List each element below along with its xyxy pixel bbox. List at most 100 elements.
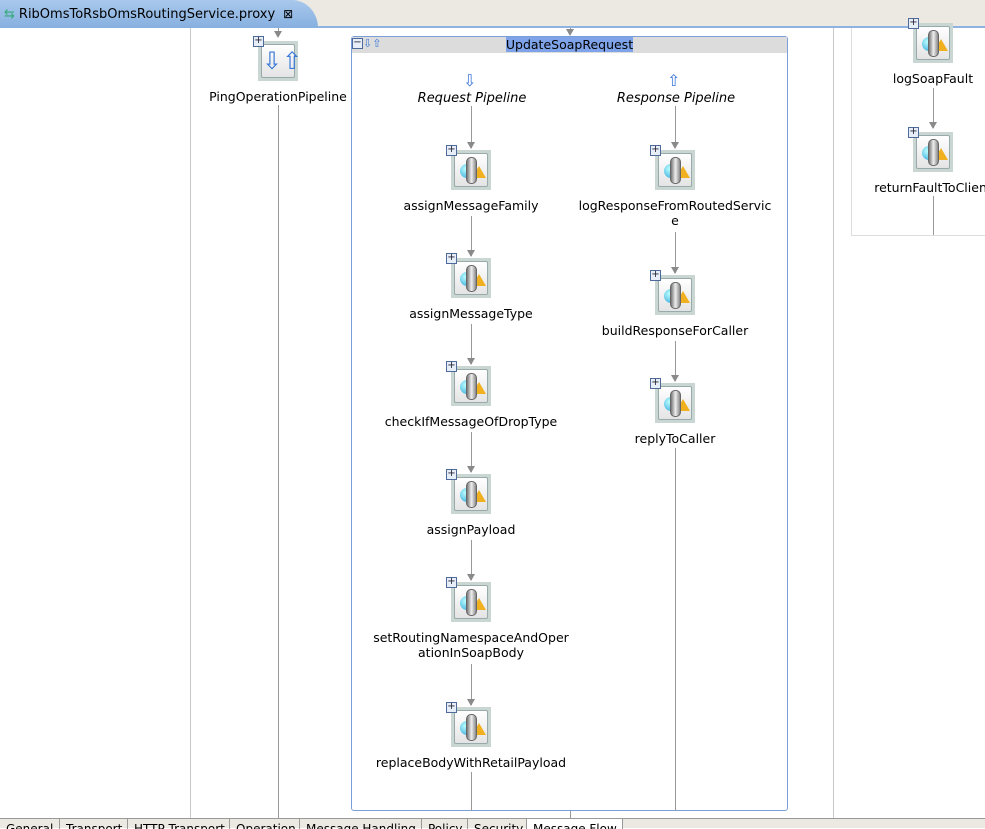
expand-icon[interactable]: + [650, 377, 661, 389]
expand-icon[interactable]: + [446, 360, 457, 372]
arrow-icon [467, 142, 475, 149]
node-label: logSoapFault [892, 71, 974, 86]
node-label: assignPayload [426, 522, 516, 537]
response-pipeline-label: Response Pipeline [616, 91, 736, 106]
stage-action-node[interactable] [451, 366, 491, 406]
stage-update-soap-request[interactable]: UpdateSoapRequest − ⇩⇧ ⇩ Request Pipelin… [351, 36, 788, 811]
bottom-tab-transport[interactable]: Transport [60, 819, 128, 829]
node-label: PingOperationPipeline [209, 89, 347, 104]
connector [471, 540, 472, 580]
stage-action-node[interactable] [655, 275, 695, 315]
connector [471, 772, 472, 811]
connector [675, 106, 676, 148]
action-icon [916, 26, 950, 60]
lane-divider [833, 28, 834, 818]
connector [675, 448, 676, 811]
node-label: replaceBodyWithRetailPayload [375, 755, 567, 770]
node-label: logResponseFromRoutedServic e [578, 198, 772, 228]
action-icon [454, 710, 488, 744]
connector [933, 196, 934, 236]
action-icon [454, 153, 488, 187]
action-icon [658, 386, 692, 420]
bottom-tab-security[interactable]: Security [468, 819, 527, 829]
connector [278, 105, 279, 828]
lane-divider [190, 28, 191, 818]
action-icon [916, 135, 950, 169]
arrow-icon [467, 358, 475, 365]
connector [471, 324, 472, 364]
stage-title[interactable]: UpdateSoapRequest [505, 37, 634, 52]
expand-icon[interactable]: + [253, 35, 264, 47]
request-pipeline-label: Request Pipeline [417, 91, 527, 106]
editor-tab[interactable]: ⇆ RibOmsToRsbOmsRoutingService.proxy ⊠ [0, 0, 318, 28]
arrow-down-icon: ⇩ [463, 71, 477, 90]
action-icon [454, 369, 488, 403]
arrow-icon [566, 29, 574, 36]
bottom-tab-policy[interactable]: Policy [422, 819, 468, 829]
connector [675, 341, 676, 381]
connector [933, 88, 934, 128]
connector [471, 664, 472, 705]
connector [278, 28, 279, 33]
connector [471, 432, 472, 472]
stage-action-node[interactable] [451, 474, 491, 514]
arrow-icon [467, 250, 475, 257]
arrow-icon [929, 122, 937, 129]
arrow-up-icon: ⇧ [667, 71, 681, 90]
stage-action-node[interactable] [451, 258, 491, 298]
bottom-tab-operation[interactable]: Operation [230, 819, 300, 829]
arrow-icon [467, 466, 475, 473]
stage-action-node[interactable] [913, 23, 953, 63]
arrow-icon [467, 699, 475, 706]
arrow-icon [274, 31, 282, 38]
editor-tab-bar: ⇆ RibOmsToRsbOmsRoutingService.proxy ⊠ [0, 0, 985, 28]
action-icon [454, 261, 488, 295]
stage-action-node[interactable] [451, 707, 491, 747]
arrow-icon [671, 142, 679, 149]
expand-icon[interactable]: + [650, 269, 661, 281]
connector [471, 106, 472, 148]
expand-icon[interactable]: + [446, 252, 457, 264]
arrow-icon [671, 375, 679, 382]
expand-icon[interactable]: + [908, 17, 919, 29]
proxy-service-icon: ⇆ [4, 6, 15, 22]
node-label: returnFaultToClient [874, 180, 985, 195]
arrow-icon [671, 267, 679, 274]
action-icon [658, 278, 692, 312]
bottom-tab-http-transport[interactable]: HTTP Transport [128, 819, 230, 829]
connector [570, 811, 571, 819]
expand-icon[interactable]: + [908, 126, 919, 138]
action-icon [454, 585, 488, 619]
collapse-icon[interactable]: − [352, 37, 363, 49]
editor-tab-title: RibOmsToRsbOmsRoutingService.proxy [18, 6, 276, 22]
stage-action-node[interactable] [451, 582, 491, 622]
node-label: setRoutingNamespaceAndOper ationInSoapBo… [373, 630, 569, 660]
arrow-icon [467, 574, 475, 581]
connector [675, 232, 676, 273]
action-icon [454, 477, 488, 511]
stage-action-node[interactable] [451, 150, 491, 190]
stage-header: UpdateSoapRequest [352, 37, 787, 53]
pipeline-pair-node[interactable]: ⇩⇧ [258, 41, 302, 81]
pipeline-pair-icon: ⇩⇧ [261, 44, 302, 78]
node-label: buildResponseForCaller [601, 323, 749, 338]
node-label: assignMessageFamily [403, 198, 539, 213]
stage-action-node[interactable] [913, 132, 953, 172]
close-icon[interactable]: ⊠ [283, 7, 294, 21]
node-label: assignMessageType [409, 306, 533, 321]
bottom-tab-general[interactable]: General [0, 819, 60, 829]
expand-icon[interactable]: + [446, 144, 457, 156]
stage-action-node[interactable] [655, 150, 695, 190]
expand-icon[interactable]: + [446, 576, 457, 588]
expand-icon[interactable]: + [446, 701, 457, 713]
error-handler-panel [851, 28, 985, 236]
action-icon [658, 153, 692, 187]
node-label: checkIfMessageOfDropType [384, 414, 558, 429]
bottom-tab-message-flow[interactable]: Message Flow [527, 819, 623, 829]
expand-icon[interactable]: + [446, 468, 457, 480]
connector [471, 216, 472, 256]
expand-icon[interactable]: + [650, 144, 661, 156]
bottom-tab-message-handling[interactable]: Message Handling [300, 819, 422, 829]
stage-action-node[interactable] [655, 383, 695, 423]
